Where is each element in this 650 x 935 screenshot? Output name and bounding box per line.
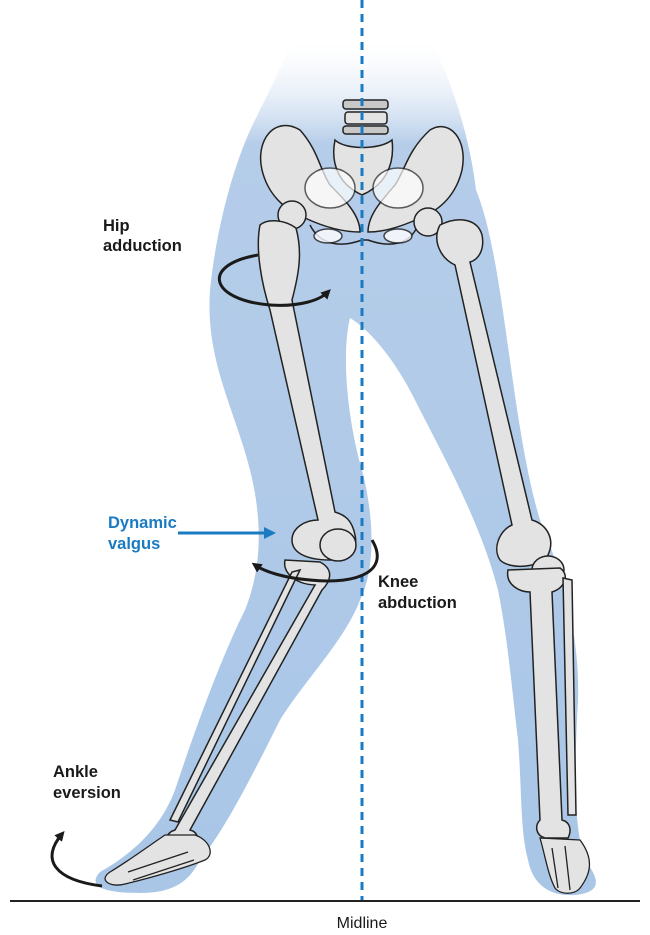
ankle-eversion-arrow [52,834,102,886]
knee-abduction-label-line2: abduction [378,594,457,612]
dynamic-valgus-label-line2: valgus [108,535,160,553]
ankle-eversion-label-line1: Ankle [53,763,98,781]
midline-label: Midline [337,915,388,932]
knee-abduction-label-line1: Knee [378,573,418,591]
hip-adduction-label-line2: adduction [103,237,182,255]
dynamic-valgus-label-line1: Dynamic [108,514,177,532]
ankle-eversion-label-line2: eversion [53,784,121,802]
left-patella [320,529,356,561]
hip-adduction-label-line1: Hip [103,217,130,235]
lumbar-vertebrae [343,100,388,134]
